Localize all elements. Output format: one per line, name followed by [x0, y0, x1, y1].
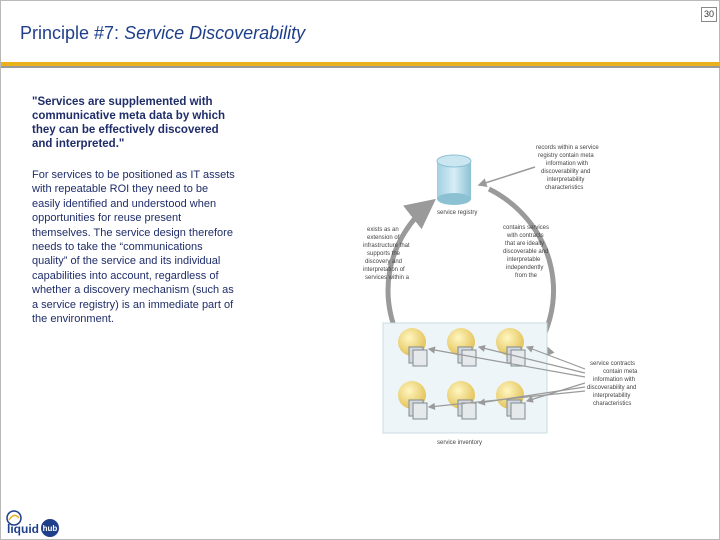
svg-text:records within a service: records within a service	[536, 145, 599, 151]
svg-text:discoverability and: discoverability and	[541, 169, 590, 175]
svg-text:from the: from the	[515, 273, 538, 279]
title-prefix: Principle #7:	[20, 23, 125, 43]
callout-left: exists as an extension of infrastructure…	[363, 227, 410, 281]
liquidhub-logo: liquid hub	[6, 510, 59, 537]
svg-text:interpretability: interpretability	[593, 393, 630, 399]
page-number: 30	[701, 7, 717, 22]
svg-text:independently: independently	[506, 265, 543, 271]
svg-text:discoverability and: discoverability and	[587, 385, 636, 391]
principle-quote: "Services are supplemented with communic…	[32, 96, 226, 150]
svg-text:exists as an: exists as an	[367, 227, 399, 233]
logo-text: liquid	[7, 522, 39, 536]
svg-text:with contracts: with contracts	[506, 233, 544, 239]
discoverability-diagram: service registry records within a servic…	[363, 145, 638, 446]
logo-swirl-icon	[6, 510, 22, 526]
logo-badge: hub	[43, 524, 58, 533]
inventory-label: service inventory	[437, 440, 482, 446]
svg-text:service contracts: service contracts	[590, 361, 635, 367]
title-rule-gold	[1, 62, 720, 66]
svg-text:interpretation of: interpretation of	[363, 267, 405, 273]
svg-text:contain meta: contain meta	[603, 369, 638, 375]
svg-text:extension of: extension of	[367, 235, 400, 241]
svg-text:infrastructure that: infrastructure that	[363, 243, 410, 249]
svg-text:that are ideally: that are ideally	[505, 241, 544, 247]
title-emphasis: Service Discoverability	[124, 23, 306, 43]
service-registry-icon	[436, 154, 472, 205]
registry-label: service registry	[437, 210, 477, 216]
svg-text:services within a: services within a	[365, 275, 410, 281]
svg-text:discovery and: discovery and	[365, 259, 402, 265]
service-icon	[496, 381, 526, 420]
service-inventory-box	[382, 322, 548, 434]
service-icon	[398, 328, 428, 367]
svg-text:discoverable and: discoverable and	[503, 249, 548, 255]
svg-text:interpretable: interpretable	[507, 257, 541, 263]
service-icon	[496, 328, 526, 367]
service-icon	[398, 381, 428, 420]
svg-text:characteristics: characteristics	[593, 401, 631, 407]
title-rule-grey	[1, 66, 720, 68]
svg-text:contains services: contains services	[503, 225, 549, 231]
svg-text:characteristics: characteristics	[545, 185, 583, 191]
slide-title: Principle #7: Service Discoverability	[20, 23, 305, 44]
callout-right: contains services with contracts that ar…	[503, 225, 549, 279]
callout-top: records within a service registry contai…	[536, 145, 599, 191]
callout-bottom: service contracts contain meta informati…	[587, 361, 638, 407]
svg-text:interpretability: interpretability	[547, 177, 584, 183]
svg-text:information with: information with	[593, 377, 635, 383]
svg-text:information with: information with	[546, 161, 588, 167]
svg-text:registry contain meta: registry contain meta	[538, 153, 594, 159]
body-paragraph: For services to be positioned as IT asse…	[32, 169, 235, 326]
svg-text:supports the: supports the	[367, 251, 401, 257]
